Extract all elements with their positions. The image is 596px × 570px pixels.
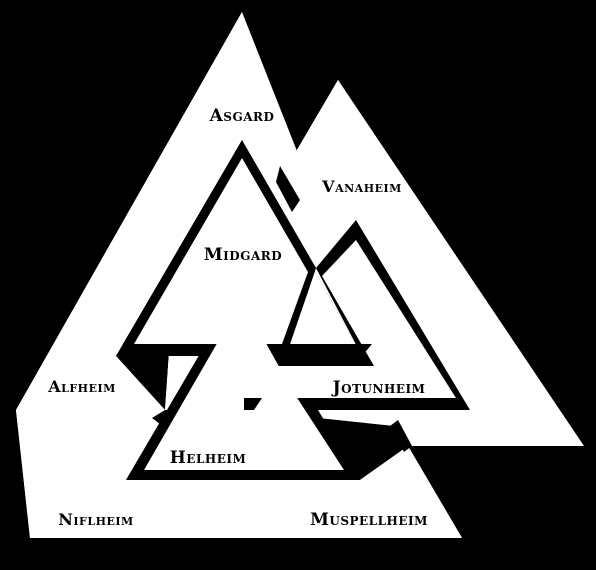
outer-niflheim — [16, 216, 462, 538]
label-helheim: Helheim — [170, 448, 247, 468]
label-jotunheim: Jotunheim — [331, 378, 426, 398]
label-muspellheim: Muspellheim — [310, 510, 428, 530]
outer-asgard — [16, 12, 362, 410]
inner-helheim — [144, 300, 344, 470]
label-alfheim: Alfheim — [47, 377, 116, 396]
label-niflheim: Niflheim — [58, 510, 133, 529]
outer-vanaheim — [244, 80, 584, 446]
band-b — [244, 398, 262, 410]
label-midgard: Midgard — [204, 245, 282, 265]
inner-jotunheim — [266, 240, 456, 398]
label-vanaheim: Vanaheim — [321, 177, 402, 196]
label-svartalfheim: Svartalfheim — [443, 448, 553, 466]
band-c — [276, 166, 300, 212]
inner-midgard — [134, 158, 308, 344]
valknut-overlay — [16, 12, 584, 538]
label-asgard: Asgard — [209, 106, 275, 126]
band-d — [152, 410, 172, 424]
band-a — [286, 344, 372, 356]
band-e — [390, 420, 412, 452]
